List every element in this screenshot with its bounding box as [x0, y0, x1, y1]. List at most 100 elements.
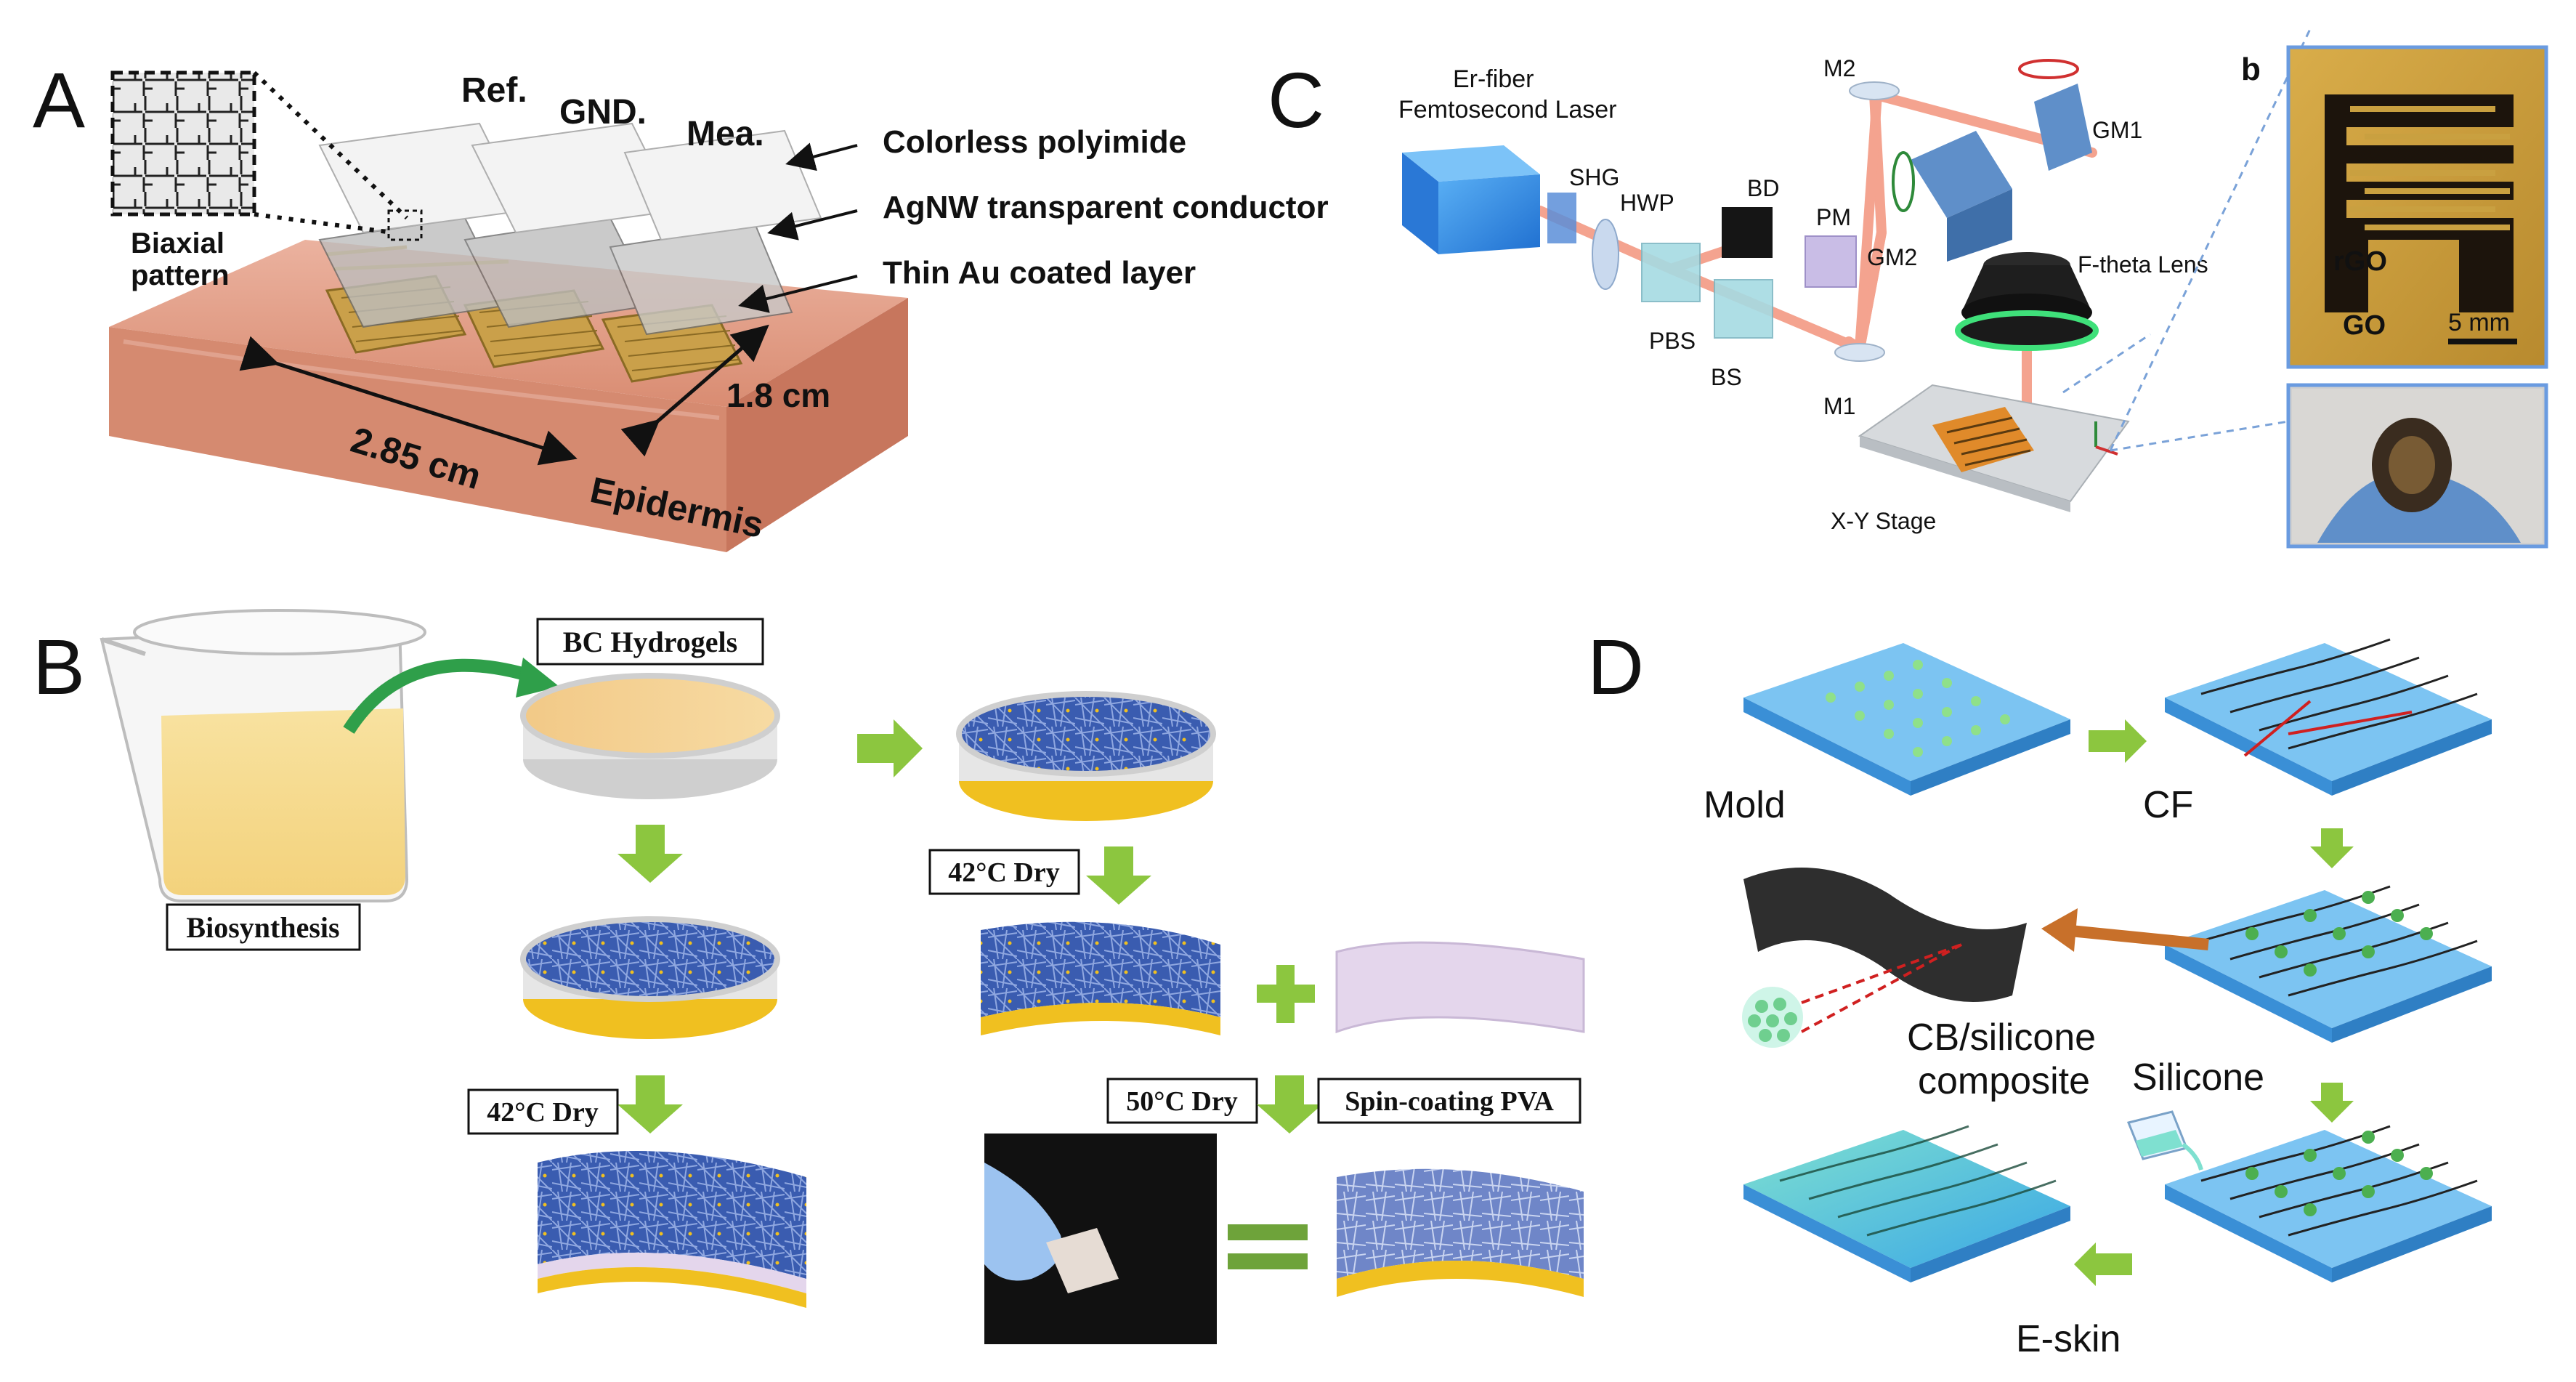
electrode-ref-label: Ref.	[461, 71, 527, 110]
inset-label-line1: Biaxial	[131, 227, 224, 259]
film-photo	[984, 1134, 1217, 1344]
gm2-label: GM2	[1867, 244, 1917, 270]
arrow-silicone-down	[2310, 1083, 2354, 1123]
arrow-to-eskin	[2074, 1242, 2132, 1286]
hwp-plate	[1592, 219, 1619, 290]
panel-a-letter: A	[33, 56, 85, 144]
silicone-cf-plate	[2165, 1125, 2492, 1282]
bc-dish-fibers	[520, 916, 780, 1039]
cf-mold-plate	[2165, 885, 2492, 1043]
gm2-rotation-icon	[1892, 151, 1915, 212]
dry42-label-a: 42°C Dry	[487, 1097, 598, 1128]
dry42-box-a	[467, 1088, 619, 1135]
laser-patterned-inset	[2286, 45, 2548, 369]
transparent-layers	[318, 122, 822, 336]
panel-d: D Mold	[1587, 623, 2492, 1360]
f-theta-lens	[1955, 252, 2099, 351]
mold-label: Mold	[1704, 784, 1786, 826]
equals-sign	[1228, 1224, 1308, 1269]
inset-go-label: GO	[2343, 310, 2386, 341]
hwp-label: HWP	[1620, 190, 1674, 216]
stage-label: X-Y Stage	[1831, 508, 1936, 534]
laser-label-line2: Femtosecond Laser	[1398, 96, 1617, 124]
gm1-label: GM1	[2092, 117, 2142, 143]
silicone-label: Silicone	[2132, 1056, 2264, 1099]
galvo-mirror-gm2	[1911, 131, 2012, 218]
bc-film-left	[538, 1151, 806, 1308]
panel-c: C Er-fiber Femtosecond Laser SHG HWP PBS…	[1268, 28, 2548, 549]
layer-label-au: Thin Au coated layer	[883, 255, 1196, 291]
xy-stage	[1858, 384, 2130, 512]
pva-sheet	[1335, 941, 1585, 1034]
panel-c-letter: C	[1268, 56, 1324, 144]
bd-label: BD	[1747, 175, 1779, 201]
panel-b-sublabel: b	[2241, 52, 2261, 87]
panel-d-letter: D	[1587, 623, 1644, 711]
arrow-down-4	[1257, 1075, 1322, 1134]
m1-label: M1	[1823, 393, 1855, 419]
pbs-cube	[1641, 243, 1701, 302]
panel-a: A B	[33, 56, 1329, 552]
width-dimension-arrow	[620, 324, 769, 457]
femtosecond-laser-box	[1402, 145, 1540, 254]
laser-label-line1: Er-fiber	[1453, 65, 1534, 93]
bs-label: BS	[1711, 364, 1742, 390]
arrow-down-3	[1086, 846, 1151, 905]
dry42-box-b	[928, 849, 1080, 895]
bc-film-right	[981, 921, 1220, 1035]
hydrogels-label: BC Hydrogels	[563, 626, 737, 658]
m2-label: M2	[1823, 55, 1855, 81]
beam-dump	[1722, 207, 1773, 258]
bs-cube	[1714, 279, 1773, 339]
pbs-label: PBS	[1649, 328, 1696, 354]
lens-label: F-theta Lens	[2078, 251, 2208, 278]
cf-plate	[2165, 638, 2492, 796]
shg-crystal	[1547, 193, 1576, 243]
cb-silicone-sheet	[1743, 868, 2027, 1002]
cf-label: CF	[2143, 784, 2193, 826]
width-dimension-label: 1.8 cm	[726, 376, 830, 414]
spin-coating-label: Spin-coating PVA	[1345, 1086, 1554, 1117]
arrow-right	[857, 719, 923, 777]
spin-coating-box	[1317, 1078, 1581, 1124]
hydrogel-dish	[520, 673, 780, 799]
bc-dish-fibers-right	[956, 691, 1216, 821]
hydrogels-box	[536, 618, 764, 666]
panel-b-letter: B	[33, 623, 85, 711]
arrow-to-composite	[2062, 924, 2209, 950]
layer-label-agnw: AgNW transparent conductor	[883, 190, 1329, 225]
pm-label: PM	[1816, 204, 1851, 230]
arrow-mold-to-cf	[2089, 719, 2147, 763]
bc-pva-composite-film	[1337, 1168, 1584, 1297]
inset-label-line2: pattern	[131, 259, 230, 291]
gm1-rotation-icon	[2018, 59, 2079, 79]
biosynthesis-box	[166, 903, 361, 951]
cb-particle-inset	[1742, 987, 1803, 1048]
cb-label-line2: composite	[1918, 1060, 2090, 1102]
mold-plate	[1743, 643, 2070, 796]
dry50-label: 50°C Dry	[1126, 1086, 1237, 1117]
biaxial-pattern-inset	[110, 70, 256, 217]
electrode-gnd-label: GND.	[559, 93, 647, 132]
inset-scale-label: 5 mm	[2448, 309, 2510, 336]
power-meter	[1805, 235, 1857, 288]
arrow-down-1	[617, 825, 683, 883]
silicone-beaker-icon	[2126, 1110, 2203, 1171]
dry42-label-b: 42°C Dry	[948, 857, 1059, 888]
length-dimension-arrow	[239, 336, 578, 466]
mirror-m2	[1849, 81, 1900, 100]
cb-label-line1: CB/silicone	[1907, 1017, 2096, 1059]
arrow-cf-down	[2310, 828, 2354, 868]
electrode-mea-label: Mea.	[686, 115, 764, 153]
panel-b: B Biosynthesis BC Hydrogels	[33, 609, 1585, 1344]
plus-sign	[1257, 965, 1315, 1023]
shg-label: SHG	[1569, 164, 1619, 190]
arrow-down-2	[617, 1075, 683, 1134]
flexible-device-photo	[2286, 383, 2548, 549]
eskin-label: E-skin	[2016, 1318, 2121, 1360]
inset-rgo-label: rGO	[2333, 246, 2387, 277]
layer-label-polyimide: Colorless polyimide	[883, 124, 1186, 160]
biosynthesis-label: Biosynthesis	[186, 911, 339, 944]
mirror-m1	[1834, 343, 1885, 362]
